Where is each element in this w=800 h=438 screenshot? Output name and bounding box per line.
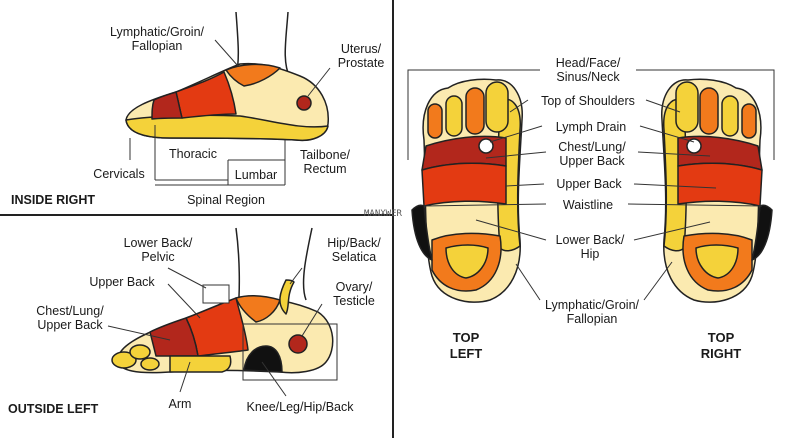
label-head-face: Head/Face/Sinus/Neck <box>555 56 621 84</box>
label-lower-back-hip: Lower Back/Hip <box>555 233 625 261</box>
label-top-of-shoulders: Top of Shoulders <box>541 94 635 108</box>
label-chest-lung: Chest/Lung/Upper Back <box>36 304 104 332</box>
top-leaders <box>407 69 775 301</box>
panel-title-inside-right: INSIDE RIGHT <box>11 193 96 207</box>
label-lower-back-pelvic: Lower Back/Pelvic <box>123 236 193 264</box>
outside-left-leaders <box>107 267 338 397</box>
label-hip-back-selatica: Hip/Back/Selatica <box>327 236 381 264</box>
top-left-foot <box>411 78 523 303</box>
inside-right-foot <box>125 11 329 142</box>
label-tailbone-rectum: Tailbone/Rectum <box>299 148 351 176</box>
top-right-foot <box>661 78 773 303</box>
outside-left-foot <box>111 227 334 374</box>
label-thoracic: Thoracic <box>169 147 217 161</box>
label-chest-lung-upper-back: Chest/Lung/Upper Back <box>558 140 626 168</box>
label-knee-leg-hip-back: Knee/Leg/Hip/Back <box>246 400 354 414</box>
label-lumbar: Lumbar <box>234 168 278 182</box>
label-lymphatic-groin-top: Lymphatic/Groin/Fallopian <box>544 298 640 326</box>
label-spinal-region: Spinal Region <box>187 193 265 207</box>
label-upper-back: Upper Back <box>89 275 155 289</box>
label-uterus-prostate: Uterus/Prostate <box>337 42 385 70</box>
inside-right-brackets <box>129 39 331 186</box>
label-arm: Arm <box>168 397 192 411</box>
label-lymphatic-groin: Lymphatic/Groin/Fallopian <box>109 25 205 53</box>
label-lymph-drain: Lymph Drain <box>555 120 627 134</box>
label-waistline: Waistline <box>562 198 614 212</box>
panel-title-outside-left: OUTSIDE LEFT <box>8 402 99 416</box>
watermark: MANXWER <box>364 209 402 219</box>
label-cervicals: Cervicals <box>93 167 145 181</box>
label-ovary-testicle: Ovary/Testicle <box>333 280 375 308</box>
label-upper-back-top: Upper Back <box>556 177 622 191</box>
